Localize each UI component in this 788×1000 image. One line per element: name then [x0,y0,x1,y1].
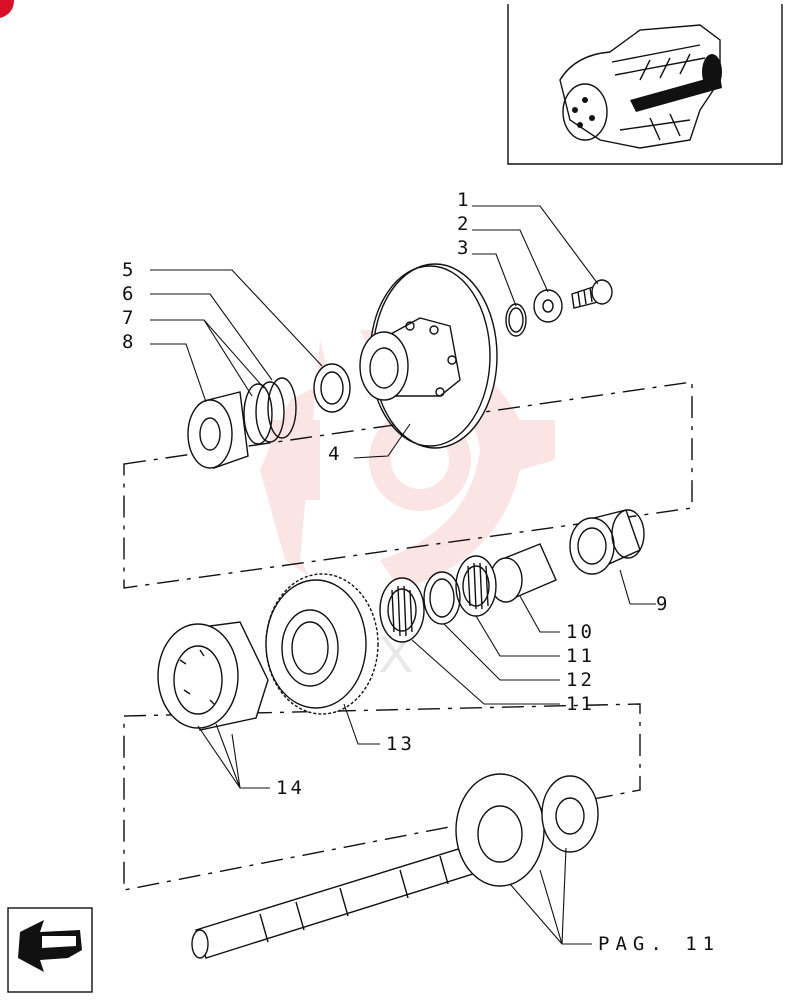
callout-12: 12 [566,669,595,691]
previous-page-button[interactable] [7,907,93,993]
part-ring [313,363,351,413]
inset-overview-panel [507,4,783,165]
callout-11-upper: 11 [566,645,595,667]
part-needle-bearing-a [455,555,497,617]
part-spacer [489,543,557,603]
callout-1: 1 [457,189,471,211]
part-washer [533,289,563,323]
callout-11-lower: 11 [566,693,595,715]
corner-mark-icon [0,0,14,18]
part-snap-rings [243,377,297,445]
callout-8: 8 [122,331,136,353]
callout-14: 14 [276,777,305,799]
gearbox-overview-icon [559,24,722,149]
part-spacer-ring [423,571,461,625]
part-sleeve [187,391,249,469]
page-reference: PAG. 11 [598,933,720,955]
callout-4: 4 [328,443,342,465]
leader-lines [150,205,656,945]
part-synchro-hub [157,621,269,731]
callout-9: 9 [656,593,670,615]
part-flange [359,263,498,449]
callout-10: 10 [566,621,595,643]
group-boundary-upper [123,381,693,589]
part-o-ring [505,303,527,337]
part-gear [265,573,379,715]
callout-6: 6 [122,283,136,305]
part-main-shaft [191,773,599,959]
part-needle-bearing-b [379,577,425,643]
part-bolt [571,279,613,309]
callout-7: 7 [122,307,136,329]
callout-2: 2 [457,213,471,235]
callout-13: 13 [386,733,415,755]
callout-5: 5 [122,259,136,281]
group-boundary-lower [123,703,641,891]
part-bushing [569,509,645,575]
callout-3: 3 [457,237,471,259]
